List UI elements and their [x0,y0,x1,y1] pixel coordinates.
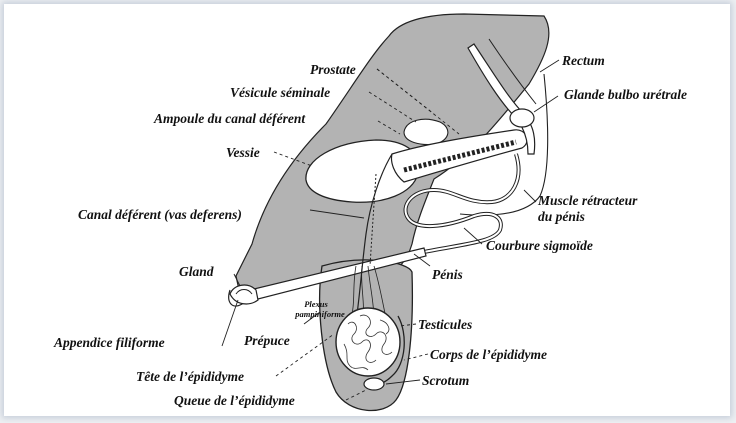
label-tete: Tête de l’épididyme [136,370,244,384]
glans [230,285,258,304]
seminal-vesicle [404,119,448,144]
label-vessie: Vessie [226,146,260,160]
label-penis: Pénis [432,268,463,282]
label-scrotum: Scrotum [422,374,469,388]
label-gland: Gland [179,265,214,279]
label-appendice: Appendice filiforme [54,336,165,350]
label-plexus-line2: pampiniforme [290,310,350,320]
label-muscle-line2: du pénis [538,210,585,224]
label-vesicule: Vésicule séminale [230,86,330,100]
bulbourethral-gland [510,109,534,127]
label-canal: Canal déférent (vas deferens) [78,208,242,222]
label-muscle-line1: Muscle rétracteur [538,194,637,208]
label-ampoule: Ampoule du canal déférent [154,112,305,126]
diagram-frame: Rectum Prostate Glande bulbo urétrale Vé… [4,4,730,416]
label-prostate: Prostate [310,63,356,77]
label-glande-bulbo: Glande bulbo urétrale [564,88,687,102]
label-rectum: Rectum [562,54,605,68]
label-testicules: Testicules [418,318,472,332]
tail-of-epididymis [364,378,384,390]
label-queue: Queue de l’épididyme [174,394,295,408]
label-corps: Corps de l’épididyme [430,348,547,362]
label-courbure: Courbure sigmoïde [486,239,593,253]
label-prepuce: Prépuce [244,334,290,348]
